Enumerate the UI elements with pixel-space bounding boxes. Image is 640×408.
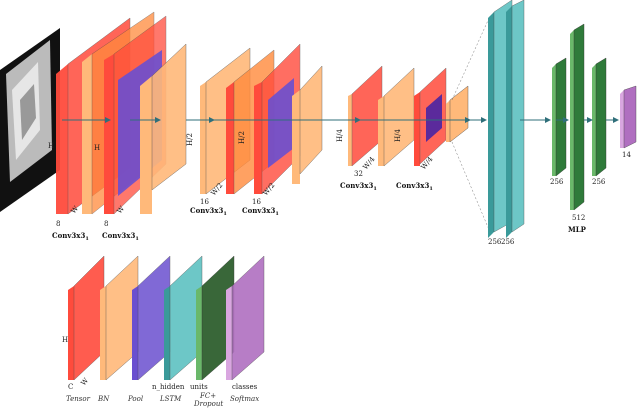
dim-w4a: W/4 <box>361 155 376 171</box>
label-conv5: Conv3x31 <box>340 181 377 192</box>
dim-w: W <box>69 204 80 215</box>
dim-out: 14 <box>622 151 631 159</box>
dim-c32: 32 <box>354 170 363 178</box>
dim-lstm-a: 256 <box>488 238 502 246</box>
dim-fc1: 256 <box>550 178 564 186</box>
dim-lstm-b: 256 <box>501 238 515 246</box>
dim-fc2: 512 <box>572 214 585 222</box>
legend-dropout: Dropout <box>193 400 223 408</box>
dim-h: H <box>48 142 54 150</box>
legend-dim-h: H <box>62 336 68 344</box>
label-conv6: Conv3x31 <box>396 181 433 192</box>
conv-block-3 <box>348 65 469 167</box>
label-conv4: Conv3x31 <box>242 206 279 217</box>
dim-h4b: H/4 <box>394 129 402 142</box>
input-image <box>0 28 60 212</box>
legend-softmax: Softmax <box>230 395 259 403</box>
legend-top-lstm: n_hidden <box>152 383 185 391</box>
legend-tensor: Tensor <box>66 395 91 403</box>
label-conv3: Conv3x31 <box>190 206 227 217</box>
legend-dim-w: W <box>79 376 90 387</box>
dim-c-8b: 8 <box>104 220 108 228</box>
dim-h2b: H/2 <box>238 131 246 144</box>
legend-top-fc: units <box>190 383 208 391</box>
legend-top-softmax: classes <box>232 383 258 391</box>
dim-c16a: 16 <box>200 198 209 206</box>
lstm-block <box>451 0 525 238</box>
label-conv2: Conv3x31 <box>102 231 139 242</box>
dim-c-8a: 8 <box>56 220 60 228</box>
conv-block-2 <box>200 43 323 195</box>
dim-c16b: 16 <box>252 198 261 206</box>
conv-block-1 <box>56 11 187 215</box>
dim-w-2: W <box>115 204 126 215</box>
softmax-block <box>620 85 637 149</box>
mlp-block <box>552 23 607 211</box>
legend-pool: Pool <box>127 395 143 403</box>
legend: H W C n_hidden units classes Tensor BN P… <box>62 255 265 408</box>
legend-bn: BN <box>97 395 110 403</box>
legend-lstm: LSTM <box>159 395 182 403</box>
label-conv1: Conv3x31 <box>52 231 89 242</box>
legend-side-c: C <box>68 383 73 391</box>
dim-h4a: H/4 <box>336 129 344 142</box>
label-mlp: MLP <box>568 225 587 234</box>
legend-fc: FC+ <box>199 392 216 400</box>
dim-h2a: H/2 <box>186 133 194 146</box>
dim-h-2: H <box>94 144 100 152</box>
dim-fc3: 256 <box>592 178 606 186</box>
